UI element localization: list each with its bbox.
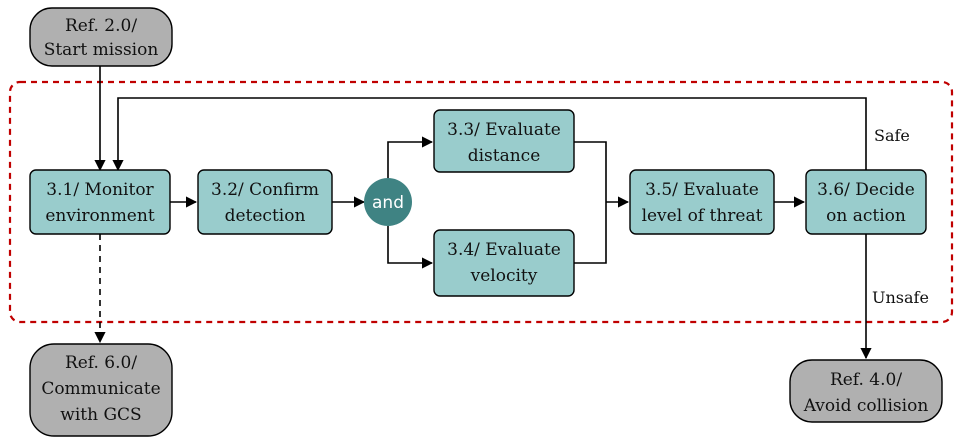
step-confirm-line-1: 3.2/ Confirm bbox=[211, 180, 319, 200]
step-velocity-line-1: 3.4/ Evaluate bbox=[447, 240, 561, 260]
step-decide-line-1: 3.6/ Decide bbox=[817, 180, 915, 200]
ref-avoid-collision: Ref. 4.0/ Avoid collision bbox=[789, 359, 943, 423]
step-evaluate-distance: 3.3/ Evaluate distance bbox=[433, 109, 575, 173]
ref-start-mission: Ref. 2.0/ Start mission bbox=[29, 7, 173, 67]
edge-safe-loop bbox=[112, 97, 867, 172]
step-monitor-line-1: 3.1/ Monitor bbox=[46, 180, 154, 200]
and-gate-label: and bbox=[372, 193, 404, 213]
ref-communicate-line-2: Communicate bbox=[41, 379, 160, 399]
label-unsafe: Unsafe bbox=[872, 288, 929, 307]
ref-start-line-1: Ref. 2.0/ bbox=[65, 16, 137, 36]
edge-distance-join bbox=[574, 141, 607, 202]
step-distance-line-2: distance bbox=[468, 146, 541, 166]
ref-communicate-line-3: with GCS bbox=[60, 405, 141, 425]
ref-communicate-gcs: Ref. 6.0/ Communicate with GCS bbox=[29, 343, 173, 437]
step-threat-line-1: 3.5/ Evaluate bbox=[645, 180, 759, 200]
step-distance-line-1: 3.3/ Evaluate bbox=[447, 120, 561, 140]
ref-avoid-line-2: Avoid collision bbox=[803, 396, 929, 416]
subsystem-boundary bbox=[8, 80, 954, 324]
ref-avoid-line-1: Ref. 4.0/ bbox=[830, 370, 902, 390]
edge-velocity-join bbox=[574, 202, 607, 264]
step-confirm-line-2: detection bbox=[225, 206, 306, 226]
edge-and-to-velocity bbox=[387, 226, 434, 269]
step-monitor-environment: 3.1/ Monitor environment bbox=[29, 169, 171, 235]
edge-and-to-distance bbox=[387, 136, 434, 178]
connectors bbox=[94, 66, 872, 360]
label-safe: Safe bbox=[874, 126, 910, 145]
step-confirm-detection: 3.2/ Confirm detection bbox=[197, 169, 333, 235]
step-evaluate-velocity: 3.4/ Evaluate velocity bbox=[433, 229, 575, 297]
step-decide-action: 3.6/ Decide on action bbox=[805, 169, 927, 235]
step-monitor-line-2: environment bbox=[45, 206, 154, 226]
step-decide-line-2: on action bbox=[826, 206, 906, 226]
step-evaluate-threat: 3.5/ Evaluate level of threat bbox=[629, 169, 775, 235]
ref-communicate-line-1: Ref. 6.0/ bbox=[65, 353, 137, 373]
step-velocity-line-2: velocity bbox=[470, 266, 538, 286]
ref-start-line-2: Start mission bbox=[44, 40, 159, 60]
step-threat-line-2: level of threat bbox=[642, 206, 763, 226]
and-gate: and bbox=[364, 178, 412, 226]
